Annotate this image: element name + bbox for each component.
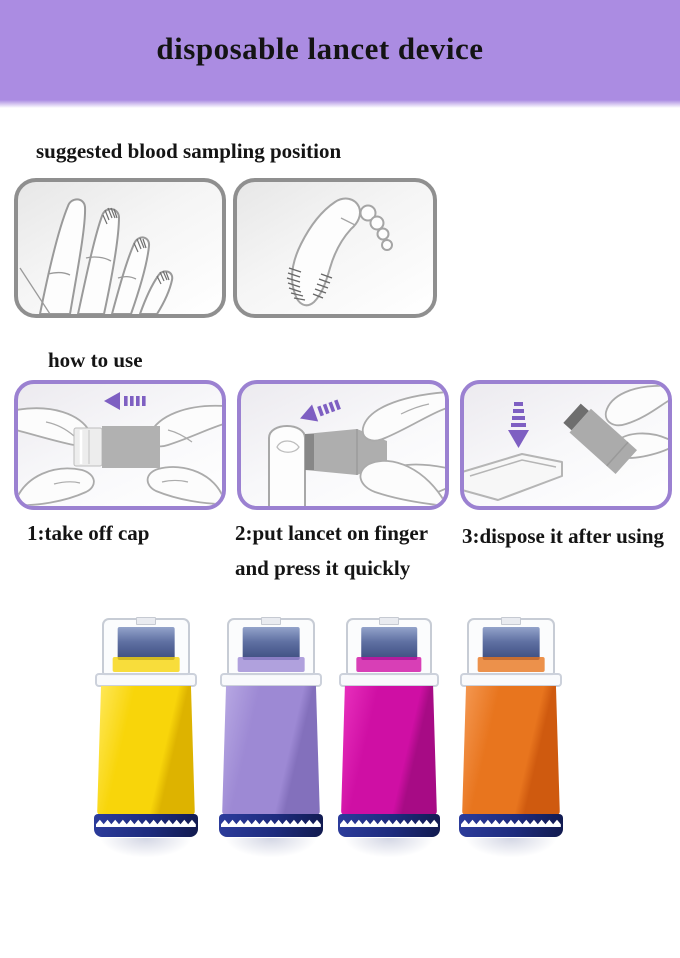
foot-sole-icon xyxy=(286,197,393,307)
arrow-left-icon xyxy=(104,392,146,410)
cap-foam xyxy=(242,627,300,660)
lancet-body xyxy=(462,686,560,815)
cap-notch xyxy=(500,617,521,625)
hand-fingertips-icon xyxy=(19,198,174,314)
cap-notch xyxy=(135,617,156,625)
base-zigzag xyxy=(96,819,196,827)
sampling-heading: suggested blood sampling position xyxy=(36,139,342,163)
header-banner: disposable lancet device xyxy=(0,0,680,100)
cap-flange xyxy=(460,673,562,687)
usage-heading: how to use xyxy=(48,348,143,372)
lancet-device-yellow xyxy=(94,617,198,864)
lancet-on-finger-icon xyxy=(268,391,445,506)
reflection-shadow xyxy=(97,838,195,864)
cap-foam xyxy=(361,627,417,660)
lancet-cap xyxy=(346,617,432,676)
lancet-cap xyxy=(227,617,315,676)
step2-line2: and press it quickly xyxy=(235,556,411,580)
step1-line1: 1:take off cap xyxy=(27,521,150,545)
usage-panel-step3 xyxy=(460,380,672,510)
lancet-cap xyxy=(467,617,555,676)
base-zigzag xyxy=(221,819,321,827)
lancet-device-orange xyxy=(459,617,563,864)
cap-flange xyxy=(95,673,197,687)
reflection-shadow xyxy=(341,838,437,864)
lancet-device-purple xyxy=(219,617,323,864)
page-title: disposable lancet device xyxy=(156,31,484,66)
lancet-body xyxy=(341,686,437,815)
lancet-collar xyxy=(356,657,422,672)
base-zigzag xyxy=(340,819,438,827)
sampling-panel-hand xyxy=(14,178,226,318)
lancet-base xyxy=(94,814,198,837)
lancet-collar xyxy=(112,657,180,672)
lancet-body xyxy=(222,686,320,815)
cap-foam xyxy=(117,627,175,660)
step3-line1: 3:dispose it after using xyxy=(462,524,665,548)
reflection-shadow xyxy=(462,838,560,864)
cap-flange xyxy=(339,673,439,687)
sampling-panel-foot xyxy=(233,178,437,318)
lancet-collar xyxy=(477,657,545,672)
usage-panel-step2 xyxy=(237,380,449,510)
lancet-base xyxy=(338,814,440,837)
lancet-cap xyxy=(102,617,190,676)
step1-label: 1:take off cap xyxy=(27,516,149,551)
usage-panel-step1 xyxy=(14,380,226,510)
header-fade xyxy=(0,100,680,108)
base-zigzag xyxy=(461,819,561,827)
lancet-base xyxy=(219,814,323,837)
arrow-down-icon xyxy=(508,402,529,448)
cap-foam xyxy=(482,627,540,660)
step2-line1: 2:put lancet on finger xyxy=(235,521,429,545)
arrow-left-icon xyxy=(300,399,341,422)
cap-flange xyxy=(220,673,322,687)
cap-notch xyxy=(378,617,399,625)
lancet-collar xyxy=(237,657,305,672)
lancet-body xyxy=(97,686,195,815)
reflection-shadow xyxy=(222,838,320,864)
step2-label: 2:put lancet on finger and press it quic… xyxy=(235,516,428,586)
step3-label: 3:dispose it after using xyxy=(462,519,664,554)
cap-notch xyxy=(260,617,281,625)
dispose-lancet-icon xyxy=(464,384,668,501)
lancet-base xyxy=(459,814,563,837)
remove-cap-icon xyxy=(18,392,222,506)
lancet-device-magenta xyxy=(338,617,440,864)
